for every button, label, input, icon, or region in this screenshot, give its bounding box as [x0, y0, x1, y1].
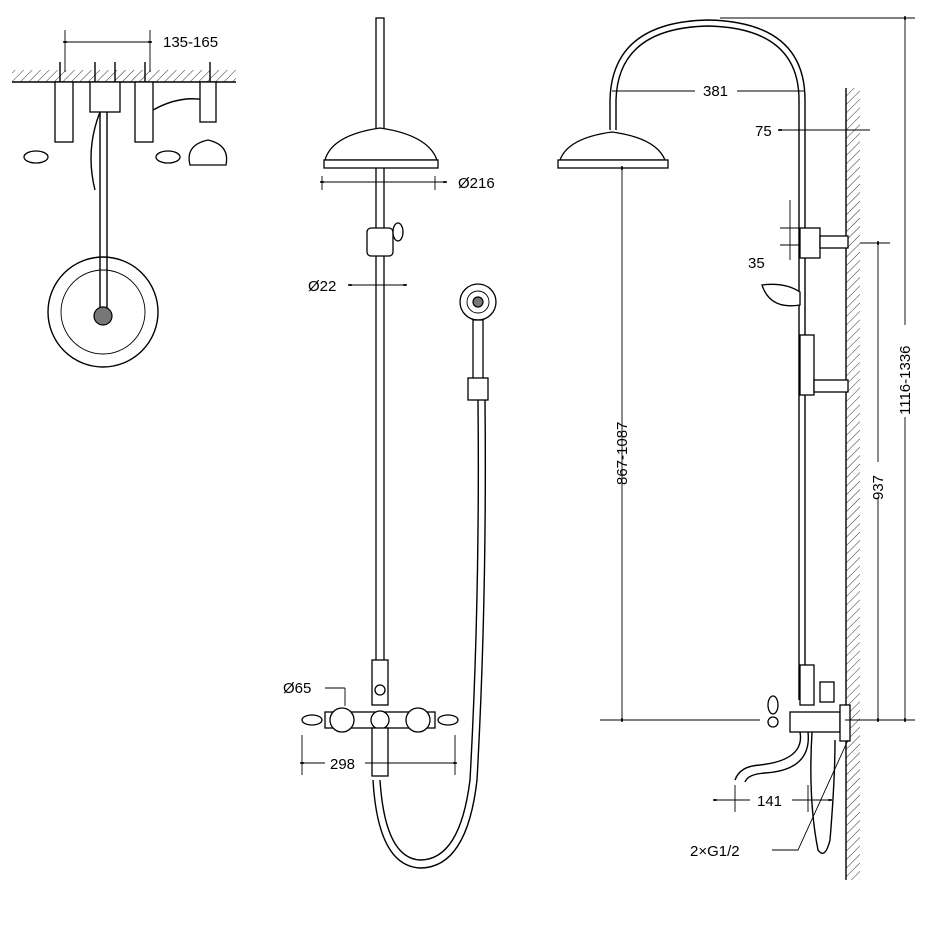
- dim-head-height: 867-1087: [614, 422, 631, 485]
- rosette-plate: [47, 256, 159, 368]
- ceiling-hatch: [12, 70, 236, 82]
- dim-spout-length: 141: [757, 793, 782, 810]
- wall-hatch: [846, 88, 860, 880]
- dim-connections: 2×G1/2: [690, 843, 740, 860]
- dim-rosette-diameter: Ø65: [283, 680, 311, 697]
- front-view: Ø216 Ø22 Ø65 298: [283, 17, 497, 869]
- top-view: 135-165: [12, 30, 236, 368]
- dim-mixer-width: 298: [330, 756, 355, 773]
- riser-pipe: [375, 17, 385, 674]
- dim-total-height: 1116-1336: [897, 345, 914, 415]
- dim-mount-spacing: 135-165: [163, 34, 218, 51]
- side-view: 381 75 35 867-1087 937 1116-1336: [557, 16, 915, 880]
- dim-bracket-offset: 35: [748, 255, 765, 272]
- dim-arm-reach: 381: [703, 83, 728, 100]
- dim-pipe-diameter: Ø22: [308, 278, 336, 295]
- dim-bracket-height: 937: [870, 475, 887, 500]
- shower-arm: [609, 19, 806, 700]
- dim-head-diameter: Ø216: [458, 175, 495, 192]
- shower-head: [324, 127, 438, 161]
- dim-wall-offset: 75: [755, 123, 772, 140]
